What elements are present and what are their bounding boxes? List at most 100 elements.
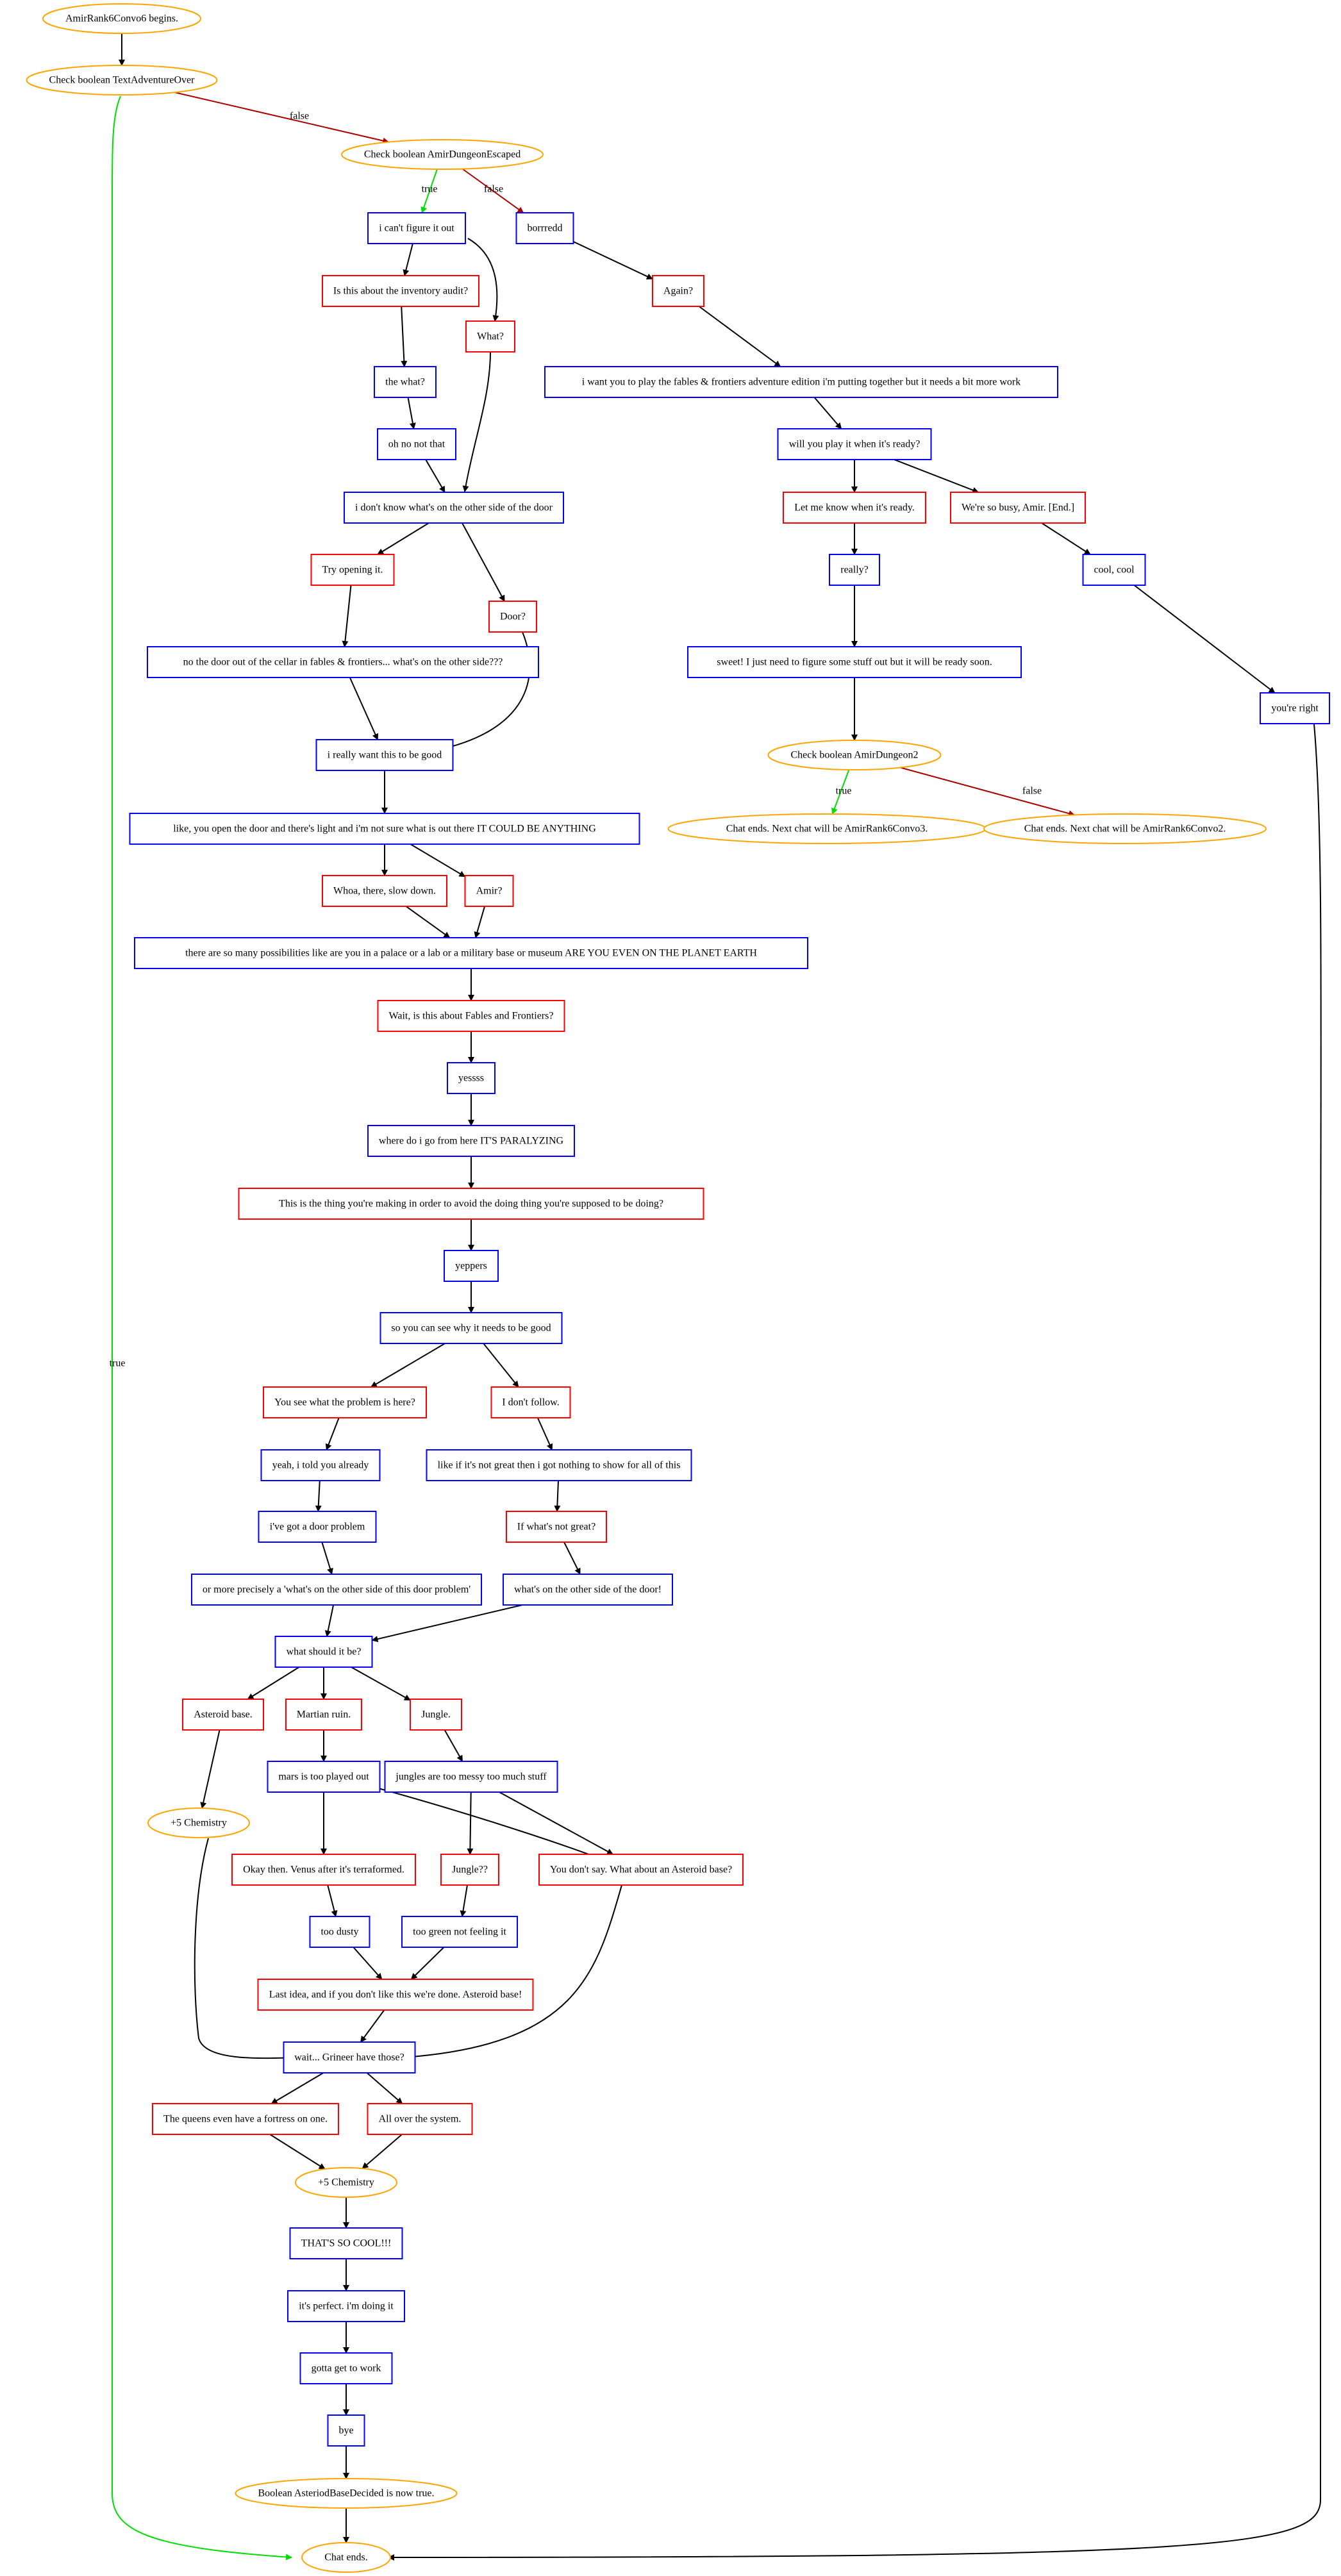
edge-n-yousee-to-p-yeahtold: [325, 1417, 340, 1450]
node-p-wheredo: where do i go from here IT'S PARALYZING: [367, 1125, 575, 1157]
player-line-box: [260, 1449, 381, 1481]
node-p-whatshould: what should it be?: [274, 1636, 373, 1668]
event-ellipse: [983, 813, 1267, 844]
event-ellipse: [235, 2478, 458, 2509]
node-p-grineer: wait... Grineer have those?: [283, 2041, 416, 2073]
node-label: wait... Grineer have those?: [294, 2052, 404, 2063]
node-label: it's perfect. i'm doing it: [299, 2301, 394, 2312]
edge-p-green-to-n-lastidea: [410, 1947, 445, 1980]
node-label: AmirRank6Convo6 begins.: [65, 13, 178, 24]
edge-label-true: true: [110, 1358, 126, 1369]
node-label: so you can see why it needs to be good: [391, 1323, 551, 1334]
player-line-box: [426, 1449, 692, 1481]
player-line-box: [503, 1574, 673, 1606]
edge-label-false: false: [290, 111, 309, 122]
node-label: Whoa, there, slow down.: [333, 886, 436, 897]
npc-line-box: [377, 1000, 565, 1032]
node-label: You don't say. What about an Asteroid ba…: [550, 1865, 732, 1875]
node-label: Last idea, and if you don't like this we…: [269, 1990, 522, 2000]
node-label: sweet! I just need to figure some stuff …: [717, 657, 992, 668]
edge-p-wantplay-to-p-willplay: [813, 397, 842, 429]
node-n-venus: Okay then. Venus after it's terraformed.: [231, 1854, 416, 1886]
edge-n-asteroid-to-ev-chem1: [200, 1729, 221, 1809]
edge-n-ifwhat-to-p-whatsonother: [563, 1541, 581, 1575]
edge-chk-tao-to-end-main: [112, 96, 292, 2561]
edge-n-inv-to-p-thewhat: [401, 306, 408, 367]
node-label: i really want this to be good: [328, 750, 442, 761]
node-label: Okay then. Venus after it's terraformed.: [243, 1865, 404, 1875]
edge-p-right-to-end-main: [388, 724, 1322, 2561]
event-ellipse: [295, 2167, 397, 2198]
node-ev-bool: Boolean AsteriodBaseDecided is now true.: [235, 2478, 458, 2509]
player-line-box: [687, 646, 1022, 678]
node-label: i want you to play the fables & frontier…: [582, 377, 1021, 388]
node-n-martian: Martian ruin.: [285, 1699, 362, 1731]
node-n-asteroid: Asteroid base.: [182, 1699, 264, 1731]
edge-p-jungles-to-n-jungleq: [467, 1791, 474, 1855]
event-ellipse: [26, 65, 218, 96]
edge-n-allover-to-ev-chem2: [362, 2134, 403, 2169]
player-line-box: [544, 366, 1058, 398]
edge-p-dontknow-to-n-tryopen: [377, 522, 429, 555]
edge-p-grineer-to-n-queens: [271, 2072, 324, 2104]
node-label: Amir?: [476, 886, 503, 897]
node-n-queens: The queens even have a fortress on one.: [152, 2103, 339, 2135]
node-label: or more precisely a 'what's on the other…: [203, 1584, 471, 1595]
node-label: You see what the problem is here?: [274, 1397, 415, 1408]
node-chk-tao: Check boolean TextAdventureOver: [26, 65, 218, 96]
node-p-thewhat: the what?: [374, 366, 437, 398]
node-label: the what?: [385, 377, 425, 388]
node-n-busy: We're so busy, Amir. [End.]: [950, 492, 1086, 524]
node-p-dusty: too dusty: [309, 1916, 371, 1948]
npc-line-box: [440, 1854, 499, 1886]
node-label: Martian ruin.: [297, 1709, 351, 1720]
edge-p-whatshould-to-n-asteroid: [247, 1666, 300, 1700]
node-label: Check boolean AmirDungeonEscaped: [364, 149, 521, 160]
node-label: Try opening it.: [322, 565, 383, 576]
player-line-box: [287, 2290, 405, 2322]
edge-p-whatshould-to-n-jungle: [351, 1666, 411, 1701]
edge-n-yousay-to-p-grineer: [403, 1884, 622, 2061]
node-label: no the door out of the cellar in fables …: [183, 657, 503, 668]
node-p-socansee: so you can see why it needs to be good: [379, 1312, 563, 1344]
node-label: Chat ends. Next chat will be AmirRank6Co…: [726, 824, 928, 835]
node-label: I don't follow.: [502, 1397, 559, 1408]
edge-p-dusty-to-n-lastidea: [353, 1947, 383, 1980]
player-line-box: [147, 646, 539, 678]
node-p-perfect: it's perfect. i'm doing it: [287, 2290, 405, 2322]
edge-p-doorprob-to-p-ormore: [321, 1541, 333, 1575]
edge-p-thewhat-to-p-ohno: [407, 397, 416, 429]
player-line-box: [134, 937, 808, 969]
node-label: Let me know when it's ready.: [794, 503, 915, 513]
npc-line-box: [322, 875, 447, 907]
player-line-box: [191, 1574, 482, 1606]
node-ev-chem1: +5 Chemistry: [147, 1807, 250, 1838]
node-n-thisthing: This is the thing you're making in order…: [238, 1188, 704, 1220]
node-label: will you play it when it's ready?: [789, 439, 920, 450]
node-n-allover: All over the system.: [367, 2103, 473, 2135]
node-n-dontfollow: I don't follow.: [490, 1386, 571, 1418]
node-label: Again?: [663, 286, 693, 297]
node-p-yeppers: yeppers: [444, 1250, 499, 1282]
edge-n-dontfollow-to-p-likeifnot: [537, 1417, 553, 1450]
node-n-yousay: You don't say. What about an Asteroid ba…: [538, 1854, 744, 1886]
npc-line-box: [465, 320, 515, 353]
node-label: i don't know what's on the other side of…: [355, 503, 553, 513]
npc-line-box: [310, 554, 395, 586]
node-label: oh no not that: [388, 439, 446, 450]
edge-p-whatsonother-to-p-whatshould: [371, 1604, 523, 1643]
edge-p-jungles-to-n-yousay: [499, 1791, 613, 1855]
node-label: gotta get to work: [312, 2363, 381, 2374]
player-line-box: [1082, 554, 1146, 586]
edge-n-lastidea-to-p-grineer: [360, 2009, 385, 2043]
player-line-box: [777, 428, 932, 460]
edge-p-cant-to-n-what: [467, 238, 499, 322]
node-label: like if it's not great then i got nothin…: [438, 1460, 681, 1471]
edge-n-again-to-p-wantplay: [698, 306, 781, 367]
event-ellipse: [301, 2542, 391, 2573]
node-label: Boolean AsteriodBaseDecided is now true.: [258, 2488, 434, 2499]
player-line-box: [315, 739, 454, 771]
player-line-box: [344, 492, 564, 524]
player-line-box: [1260, 692, 1330, 724]
